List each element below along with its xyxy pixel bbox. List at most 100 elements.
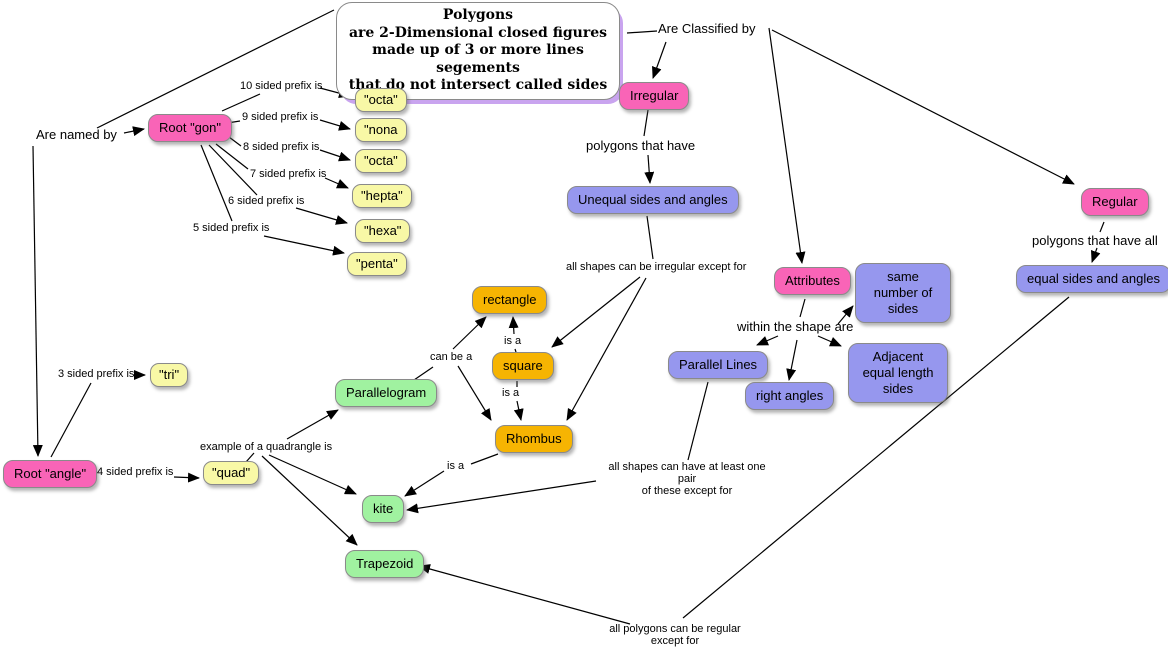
node-parallel-lines[interactable]: Parallel Lines bbox=[668, 351, 769, 379]
node-prefix-quad-4[interactable]: "quad" bbox=[203, 461, 260, 485]
edge-arrow bbox=[295, 207, 348, 225]
edge-arrow bbox=[644, 154, 655, 184]
node-prefix-penta-5[interactable]: "penta" bbox=[347, 252, 407, 276]
edge bbox=[215, 143, 249, 170]
edge-arrow bbox=[817, 335, 842, 347]
link-7-sided-prefix[interactable]: 7 sided prefix is bbox=[250, 168, 327, 180]
node-right-angles[interactable]: right angles bbox=[745, 382, 835, 410]
node-prefix-hexa-6[interactable]: "hexa" bbox=[355, 219, 411, 243]
edge bbox=[626, 30, 658, 34]
node-prefix-octa-8[interactable]: "octa" bbox=[355, 149, 407, 173]
edge bbox=[687, 381, 709, 461]
definition-line: are 2-Dimensional closed figures bbox=[348, 24, 608, 41]
node-prefix-nona-9[interactable]: "nona bbox=[355, 118, 407, 142]
node-prefix-octa-10[interactable]: "octa" bbox=[355, 88, 407, 112]
edge-arrow bbox=[756, 335, 779, 346]
edge bbox=[208, 144, 258, 196]
edge-arrow bbox=[261, 455, 358, 546]
edge bbox=[50, 382, 92, 458]
link-are-classified-by[interactable]: Are Classified by bbox=[658, 21, 756, 36]
edge-arrow bbox=[768, 27, 806, 264]
edge-arrow bbox=[286, 409, 339, 440]
link-example-of-quadrangle[interactable]: example of a quadrangle is bbox=[200, 441, 333, 453]
edge-arrow bbox=[513, 400, 524, 421]
node-rectangle[interactable]: rectangle bbox=[472, 286, 548, 314]
edge-arrow bbox=[263, 235, 345, 256]
link-polygons-that-have-all[interactable]: polygons that have all bbox=[1032, 233, 1158, 248]
node-adjacent-equal-length-sides[interactable]: Adjacent equal length sides bbox=[848, 343, 948, 403]
node-attributes[interactable]: Attributes bbox=[774, 267, 851, 295]
edge-arrow bbox=[406, 480, 597, 514]
link-all-irregular-except[interactable]: all shapes can be irregular except for bbox=[566, 261, 747, 273]
edge bbox=[221, 93, 261, 112]
node-parallelogram[interactable]: Parallelogram bbox=[335, 379, 438, 407]
link-9-sided-prefix[interactable]: 9 sided prefix is bbox=[242, 111, 319, 123]
edge-arrow bbox=[32, 145, 43, 457]
edge-arrow bbox=[268, 454, 357, 495]
link-is-a[interactable]: is a bbox=[502, 387, 520, 399]
edge-arrow bbox=[1090, 247, 1101, 263]
edge-arrow bbox=[551, 276, 641, 348]
node-unequal-sides-angles[interactable]: Unequal sides and angles bbox=[567, 186, 739, 214]
node-prefix-hepta-7[interactable]: "hepta" bbox=[352, 184, 412, 208]
node-square[interactable]: square bbox=[492, 352, 554, 380]
node-kite[interactable]: kite bbox=[362, 495, 405, 523]
edge bbox=[413, 366, 434, 381]
node-irregular[interactable]: Irregular bbox=[619, 82, 690, 110]
link-polygons-that-have[interactable]: polygons that have bbox=[586, 138, 696, 153]
link-is-a[interactable]: is a bbox=[447, 460, 465, 472]
link-4-sided-prefix[interactable]: 4 sided prefix is bbox=[97, 466, 174, 478]
edge bbox=[799, 298, 806, 318]
edge bbox=[1099, 221, 1105, 233]
edge bbox=[682, 296, 1070, 619]
link-line: except for bbox=[650, 635, 700, 647]
edge-arrow bbox=[173, 472, 200, 483]
node-polygons-definition[interactable]: Polygons are 2-Dimensional closed figure… bbox=[336, 2, 620, 100]
link-within-the-shape-are[interactable]: within the shape are bbox=[737, 319, 854, 334]
link-are-named-by[interactable]: Are named by bbox=[36, 127, 117, 142]
edge-arrow bbox=[566, 277, 647, 421]
node-trapezoid[interactable]: Trapezoid bbox=[345, 550, 425, 578]
node-root-angle[interactable]: Root "angle" bbox=[3, 460, 98, 488]
edge bbox=[470, 453, 499, 465]
link-5-sided-prefix[interactable]: 5 sided prefix is bbox=[193, 222, 270, 234]
edge-arrow bbox=[319, 149, 351, 162]
link-line: all polygons can be regular bbox=[609, 623, 741, 635]
edge-arrow bbox=[452, 316, 487, 350]
edge bbox=[96, 9, 335, 129]
definition-line: that do not intersect called sides bbox=[348, 77, 608, 93]
edge bbox=[245, 452, 255, 463]
definition-line: made up of 3 or more lines segements bbox=[372, 42, 584, 76]
edge bbox=[646, 215, 654, 260]
link-line: of these except for bbox=[641, 485, 733, 497]
link-3-sided-prefix[interactable]: 3 sided prefix is bbox=[58, 368, 135, 380]
edge bbox=[200, 144, 233, 222]
node-root-gon[interactable]: Root "gon" bbox=[148, 114, 232, 142]
node-same-number-of-sides[interactable]: same number of sides bbox=[855, 263, 951, 323]
node-regular[interactable]: Regular bbox=[1081, 188, 1149, 216]
node-prefix-tri-3[interactable]: "tri" bbox=[150, 363, 189, 387]
link-10-sided-prefix[interactable]: 10 sided prefix is bbox=[240, 80, 323, 92]
link-all-regular-except[interactable]: all polygons can be regular except for bbox=[608, 623, 742, 647]
edge-arrow bbox=[457, 365, 492, 421]
link-line: all shapes can have at least one pair bbox=[608, 461, 766, 485]
edge-arrow bbox=[508, 316, 519, 335]
link-8-sided-prefix[interactable]: 8 sided prefix is bbox=[243, 141, 320, 153]
link-6-sided-prefix[interactable]: 6 sided prefix is bbox=[228, 195, 305, 207]
edge-arrow bbox=[837, 305, 854, 325]
edge-arrow bbox=[786, 339, 798, 381]
link-is-a[interactable]: is a bbox=[504, 335, 522, 347]
edge-arrow bbox=[652, 41, 667, 79]
definition-line: Polygons bbox=[442, 7, 514, 23]
edge-arrow bbox=[771, 29, 1075, 185]
node-equal-sides-angles[interactable]: equal sides and angles bbox=[1016, 265, 1168, 293]
link-at-least-one-pair-except[interactable]: all shapes can have at least one pair of… bbox=[598, 461, 776, 497]
edge bbox=[643, 109, 649, 137]
link-can-be-a[interactable]: can be a bbox=[430, 351, 473, 363]
edge-arrow bbox=[123, 126, 145, 137]
edge bbox=[514, 348, 517, 353]
edge-arrow bbox=[319, 119, 351, 131]
node-rhombus[interactable]: Rhombus bbox=[495, 425, 573, 453]
